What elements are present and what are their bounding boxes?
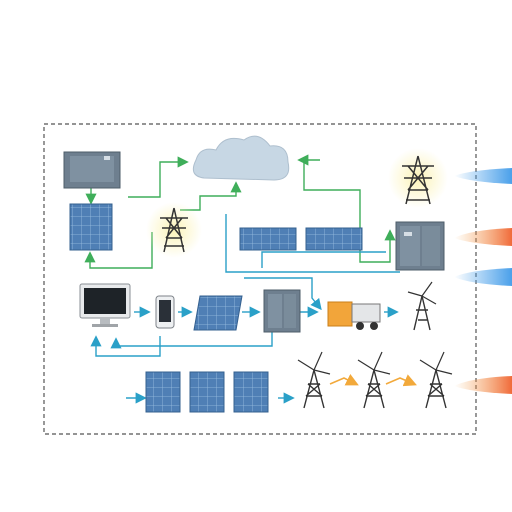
orange-wires [329, 373, 417, 387]
wind-turbine-icon [419, 351, 453, 409]
blue-wires [90, 214, 400, 404]
cloud-icon [192, 135, 290, 181]
solar-panel-icon [193, 295, 243, 331]
transmission-tower-icon [388, 148, 448, 208]
feed-arrow-orange-2 [454, 376, 512, 394]
solar-panel-icon [69, 203, 113, 251]
solar-panel-icon [189, 371, 225, 413]
solar-panel-icon [145, 371, 181, 413]
inverter-cabinet-icon [395, 221, 445, 271]
external-feeds [454, 168, 512, 394]
transmission-tower-icon [146, 202, 202, 258]
feed-arrow-blue-1 [454, 168, 512, 184]
solar-panel-icon [305, 227, 363, 251]
battery-cabinet-icon [63, 151, 121, 189]
generator-icon [327, 301, 381, 330]
solar-panel-icon [239, 227, 297, 251]
inverter-cabinet-icon [263, 289, 301, 333]
solar-panel-icon [233, 371, 269, 413]
desktop-monitor-icon [79, 283, 131, 327]
wind-turbine-icon [297, 351, 331, 409]
wind-turbine-icon [357, 351, 391, 409]
smartphone-icon [155, 295, 175, 329]
feed-arrow-blue-2 [454, 268, 512, 286]
feed-arrow-orange-1 [454, 228, 512, 246]
wind-turbine-icon [407, 281, 437, 331]
